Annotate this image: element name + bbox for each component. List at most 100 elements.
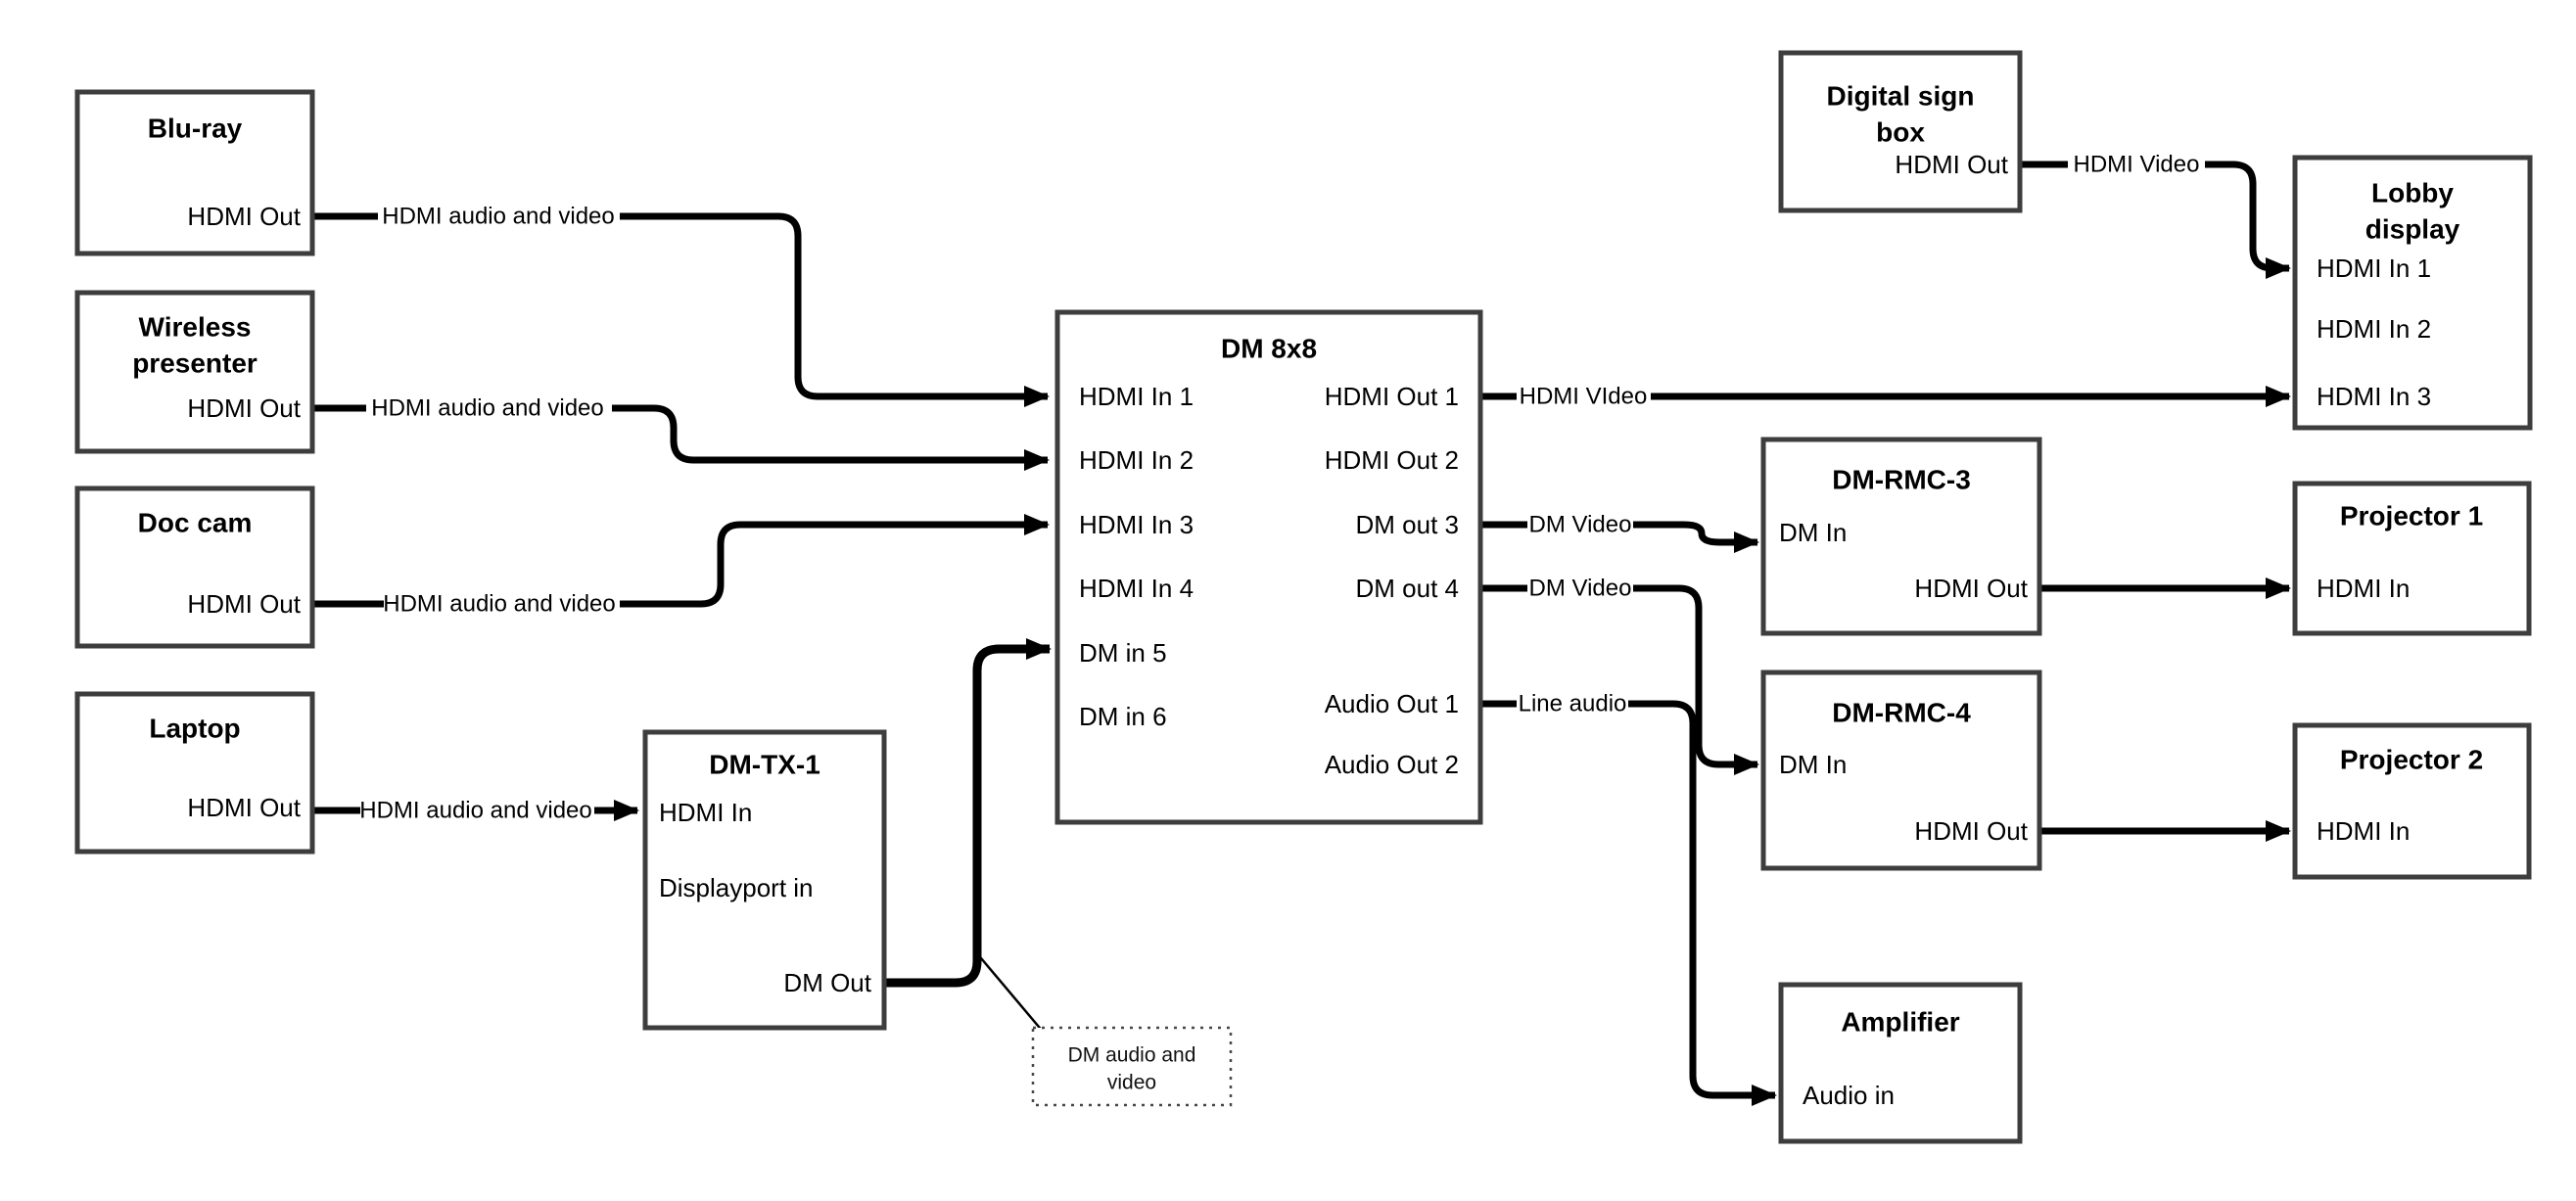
connection-label: HDMI audio and video [382,204,614,230]
connection-line [884,638,1052,988]
lobby-display-title-line1: Lobby [2371,178,2454,208]
note-text-line2: video [1107,1072,1156,1094]
connection-line [620,212,1050,407]
node-bluray: Blu-ray HDMI Out [74,89,315,256]
digital-sign-title-line2: box [1876,117,1925,148]
dm8x8-port-hdmi-in-2: HDMI In 2 [1079,445,1194,475]
dm8x8-port-dm-in-5: DM in 5 [1079,638,1167,668]
laptop-box [74,691,315,855]
connection-label: HDMI audio and video [371,395,603,422]
dmrmc4-box [1760,670,2042,871]
node-projector2: Projector 2 HDMI In [2292,722,2532,880]
dm8x8-box [1054,309,1483,825]
dmrmc3-title: DM-RMC-3 [1832,465,1971,495]
dmrmc4-port-hdmi-out: HDMI Out [1914,816,2028,846]
dmtx1-title: DM-TX-1 [709,750,820,780]
connection-label: DM Video [1529,512,1632,538]
dm8x8-port-audio-out-2: Audio Out 2 [1325,750,1459,779]
node-wireless-presenter: Wireless presenter HDMI Out [74,290,315,454]
node-dmrmc3: DM-RMC-3 DM In HDMI Out [1760,437,2042,636]
node-dm8x8: DM 8x8 HDMI In 1 HDMI In 2 HDMI In 3 HDM… [1054,309,1483,825]
digital-sign-box [1778,50,2023,213]
node-amplifier: Amplifier Audio in [1778,982,2023,1144]
connection-line [1628,700,1777,1106]
connection-label: HDMI VIdeo [1520,384,1648,410]
note-dm-audio-and-video: DM audio and video [1031,1026,1233,1107]
wireless-presenter-box [74,290,315,454]
dmrmc3-port-dm-in: DM In [1779,518,1847,547]
projector2-port-hdmi-in: HDMI In [2317,816,2410,846]
connection-laptop-to-dmtx1: HDMI audio and video [313,798,639,824]
connection-bluray-to-dm8x8: HDMI audio and video [313,204,1050,407]
dmtx1-box [642,729,887,1031]
amplifier-box [1778,982,2023,1144]
laptop-port-hdmi-out: HDMI Out [187,793,301,822]
doccam-port-hdmi-out: HDMI Out [187,589,301,619]
connection-label: HDMI audio and video [359,798,591,824]
connection-label: DM Video [1529,576,1632,602]
lobby-display-title-line2: display [2365,214,2460,245]
dmrmc3-port-hdmi-out: HDMI Out [1914,574,2028,603]
note-text-line1: DM audio and [1068,1044,1196,1067]
bluray-box [74,89,315,256]
connection-audioout1-to-amplifier: Line audio [1481,691,1777,1106]
dm8x8-port-hdmi-in-1: HDMI In 1 [1079,382,1194,411]
connection-label: HDMI audio and video [383,591,615,618]
wireless-presenter-title-line2: presenter [132,348,258,379]
lobby-display-port-hdmi-in-1: HDMI In 1 [2317,254,2431,283]
connection-line [612,404,1050,471]
node-laptop: Laptop HDMI Out [74,691,315,855]
connection-line [1633,521,1759,553]
dmrmc4-port-dm-in: DM In [1779,750,1847,779]
dm8x8-port-dm-out-3: DM out 3 [1356,510,1460,539]
lobby-display-box [2292,155,2533,431]
lobby-display-port-hdmi-in-3: HDMI In 3 [2317,382,2431,411]
bluray-port-hdmi-out: HDMI Out [187,202,301,231]
amplifier-port-audio-in: Audio in [1803,1081,1895,1110]
dm8x8-port-hdmi-out-2: HDMI Out 2 [1325,445,1459,475]
dm8x8-port-audio-out-1: Audio Out 1 [1325,689,1459,718]
node-dmtx1: DM-TX-1 HDMI In Displayport in DM Out [642,729,887,1031]
projector1-port-hdmi-in: HDMI In [2317,574,2410,603]
dmrmc4-title: DM-RMC-4 [1832,698,1971,728]
projector1-title: Projector 1 [2340,501,2483,531]
laptop-title: Laptop [149,714,240,744]
dm8x8-port-hdmi-in-3: HDMI In 3 [1079,510,1194,539]
wireless-presenter-port-hdmi-out: HDMI Out [187,393,301,423]
lobby-display-port-hdmi-in-2: HDMI In 2 [2317,314,2431,344]
node-projector1: Projector 1 HDMI In [2292,481,2532,636]
connection-dmtx1-to-dm8x8 [884,638,1052,1034]
node-doccam: Doc cam HDMI Out [74,485,315,649]
dmtx1-port-displayport-in: Displayport in [659,873,814,902]
dm8x8-port-hdmi-out-1: HDMI Out 1 [1325,382,1459,411]
connection-digitalsign-to-lobby: HDMI Video [2021,152,2291,279]
projector2-title: Projector 2 [2340,745,2483,775]
digital-sign-port-hdmi-out: HDMI Out [1895,150,2008,179]
connection-label: Line audio [1519,691,1627,717]
note-box [1031,1026,1233,1107]
connection-label: HDMI Video [2074,152,2200,178]
node-dmrmc4: DM-RMC-4 DM In HDMI Out [1760,670,2042,871]
dm8x8-port-dm-in-6: DM in 6 [1079,702,1167,731]
node-digital-sign-box: Digital sign box HDMI Out [1778,50,2023,213]
dm8x8-port-hdmi-in-4: HDMI In 4 [1079,574,1194,603]
projector2-box [2292,722,2532,880]
dmrmc3-box [1760,437,2042,636]
projector1-box [2292,481,2532,636]
connection-line [620,514,1050,608]
wireless-presenter-title-line1: Wireless [139,312,252,343]
node-lobby-display: Lobby display HDMI In 1 HDMI In 2 HDMI I… [2292,155,2533,431]
connection-doccam-to-dm8x8: HDMI audio and video [313,514,1050,618]
dm8x8-title: DM 8x8 [1221,334,1317,364]
amplifier-title: Amplifier [1841,1007,1959,1038]
connection-hdmiout1-to-lobby: HDMI VIdeo [1481,384,2291,410]
doccam-title: Doc cam [138,508,253,538]
connection-wireless-to-dm8x8: HDMI audio and video [313,395,1050,471]
dmtx1-port-hdmi-in: HDMI In [659,798,752,827]
dmtx1-port-dm-out: DM Out [783,968,871,997]
connection-dmout4-to-dmrmc4: DM Video [1481,576,1759,775]
bluray-title: Blu-ray [148,114,243,144]
dm8x8-port-dm-out-4: DM out 4 [1356,574,1460,603]
note-callout-line [975,951,1045,1034]
